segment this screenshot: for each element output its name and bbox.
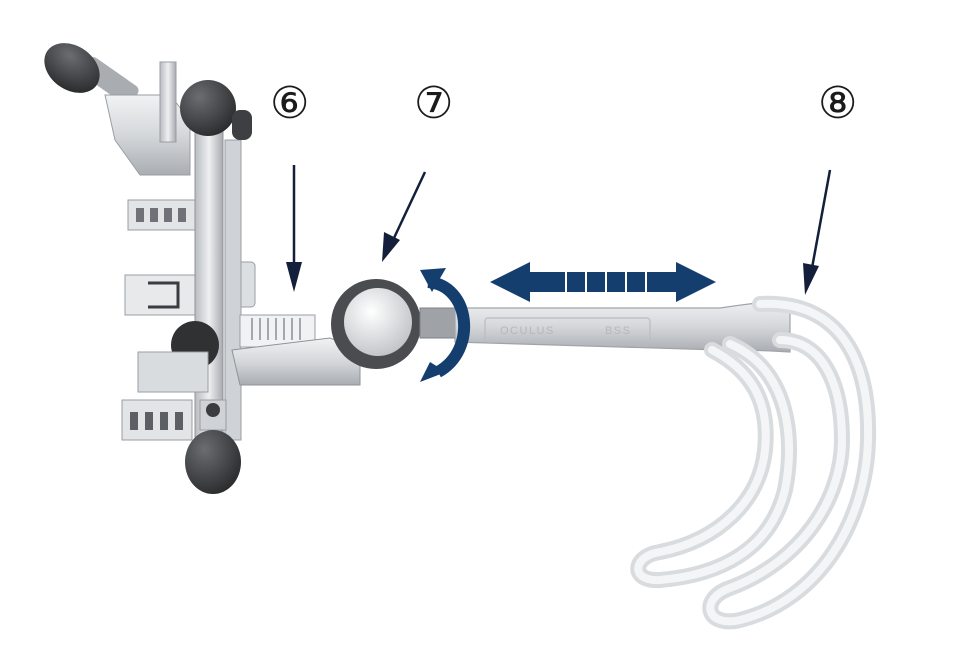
down-arrow-icon xyxy=(286,165,302,292)
callout-label-8: ⑧ xyxy=(818,78,857,129)
top-rail-knob xyxy=(180,80,252,140)
callout-label-6: ⑥ xyxy=(270,78,309,129)
ratchet-block-upper xyxy=(127,199,199,231)
bottom-rail-knob xyxy=(185,399,241,494)
callout-label-7: ⑦ xyxy=(414,78,453,129)
top-left-knob xyxy=(44,43,139,105)
curved-double-arrow-icon xyxy=(420,268,471,382)
vertical-post xyxy=(159,61,177,143)
engraving-brand: OCULUS xyxy=(500,325,555,337)
holder-assembly xyxy=(44,43,256,494)
horizontal-double-arrow-icon xyxy=(490,262,716,302)
ratchet-block-lower xyxy=(121,399,193,441)
down-arrow-icon xyxy=(803,169,832,295)
clamp-body xyxy=(104,94,191,176)
retractor-blade: OCULUS BSS xyxy=(454,295,877,630)
engraving-suffix: BSS xyxy=(605,325,632,337)
side-bracket xyxy=(124,274,201,316)
main-rail xyxy=(194,119,224,451)
connector-plate xyxy=(231,314,361,386)
swivel-joint xyxy=(331,279,461,369)
down-arrow-icon xyxy=(382,171,427,262)
